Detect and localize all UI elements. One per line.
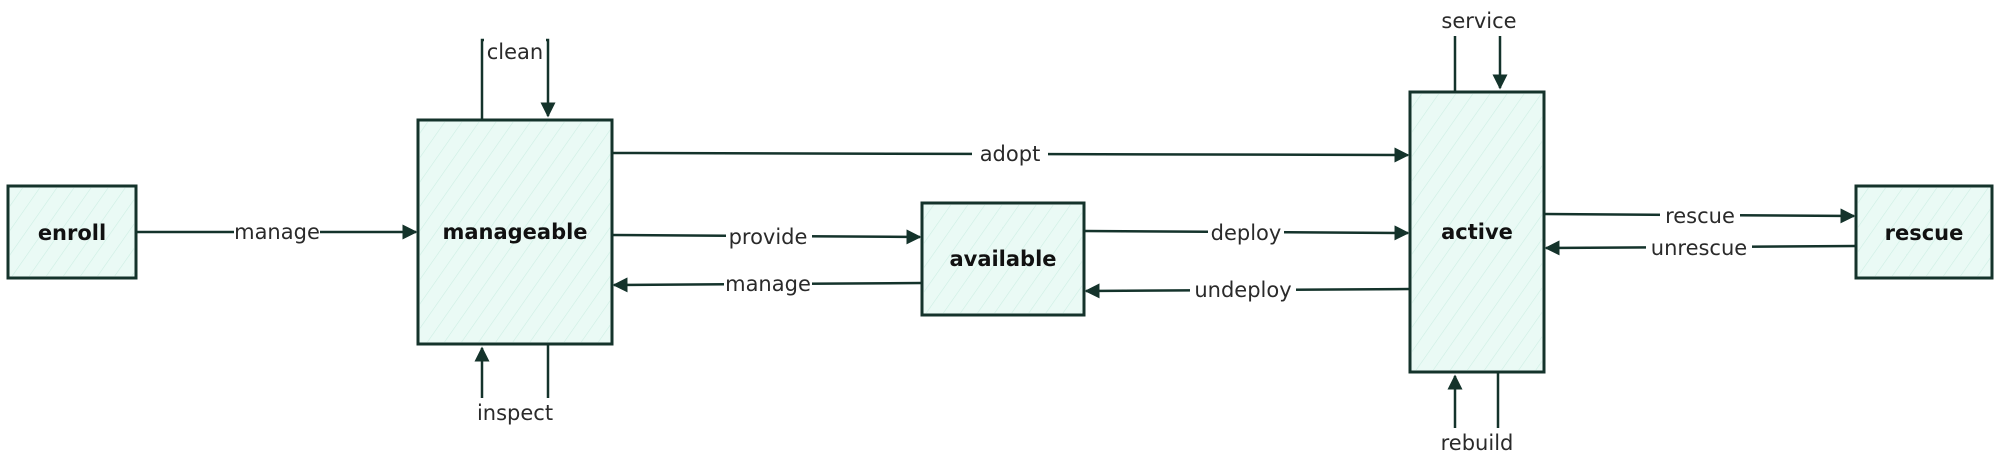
edge-clean-label: clean: [487, 40, 543, 64]
state-rescue-label: rescue: [1885, 221, 1964, 245]
edge-enroll-manage: manage: [136, 220, 418, 244]
state-rescue: rescue: [1854, 184, 1994, 280]
edge-deploy-label: deploy: [1211, 221, 1282, 245]
state-enroll-label: enroll: [38, 221, 106, 245]
edge-rescue-label: rescue: [1665, 204, 1735, 228]
state-available: available: [920, 201, 1086, 317]
edge-provide-label: provide: [729, 225, 808, 249]
edge-clean-loop: clean: [480, 38, 556, 120]
edge-adopt: adopt: [611, 142, 1410, 166]
edge-unrescue: unrescue: [1544, 236, 1857, 260]
state-enroll: enroll: [6, 184, 138, 280]
edge-available-manage: manage: [612, 272, 923, 296]
edge-rescue: rescue: [1543, 203, 1856, 228]
edge-inspect-label: inspect: [477, 401, 553, 425]
edge-rebuild-label: rebuild: [1441, 431, 1514, 455]
edge-undeploy: undeploy: [1084, 278, 1411, 302]
edge-service-label: service: [1441, 9, 1516, 33]
state-manageable-label: manageable: [442, 220, 587, 244]
state-active: active: [1408, 90, 1546, 374]
state-active-label: active: [1441, 220, 1513, 244]
edge-service-loop: service: [1441, 9, 1517, 92]
edge-rebuild-loop: rebuild: [1441, 372, 1514, 455]
edge-provide: provide: [611, 224, 922, 249]
edge-available-manage-label: manage: [725, 272, 811, 296]
edge-deploy: deploy: [1083, 220, 1410, 245]
edge-unrescue-label: unrescue: [1651, 236, 1747, 260]
edge-inspect-loop: inspect: [470, 344, 560, 428]
edge-adopt-label: adopt: [980, 142, 1041, 166]
edge-undeploy-label: undeploy: [1194, 278, 1291, 302]
state-manageable: manageable: [416, 118, 614, 346]
state-available-label: available: [949, 247, 1056, 271]
edge-enroll-manage-label: manage: [234, 220, 320, 244]
